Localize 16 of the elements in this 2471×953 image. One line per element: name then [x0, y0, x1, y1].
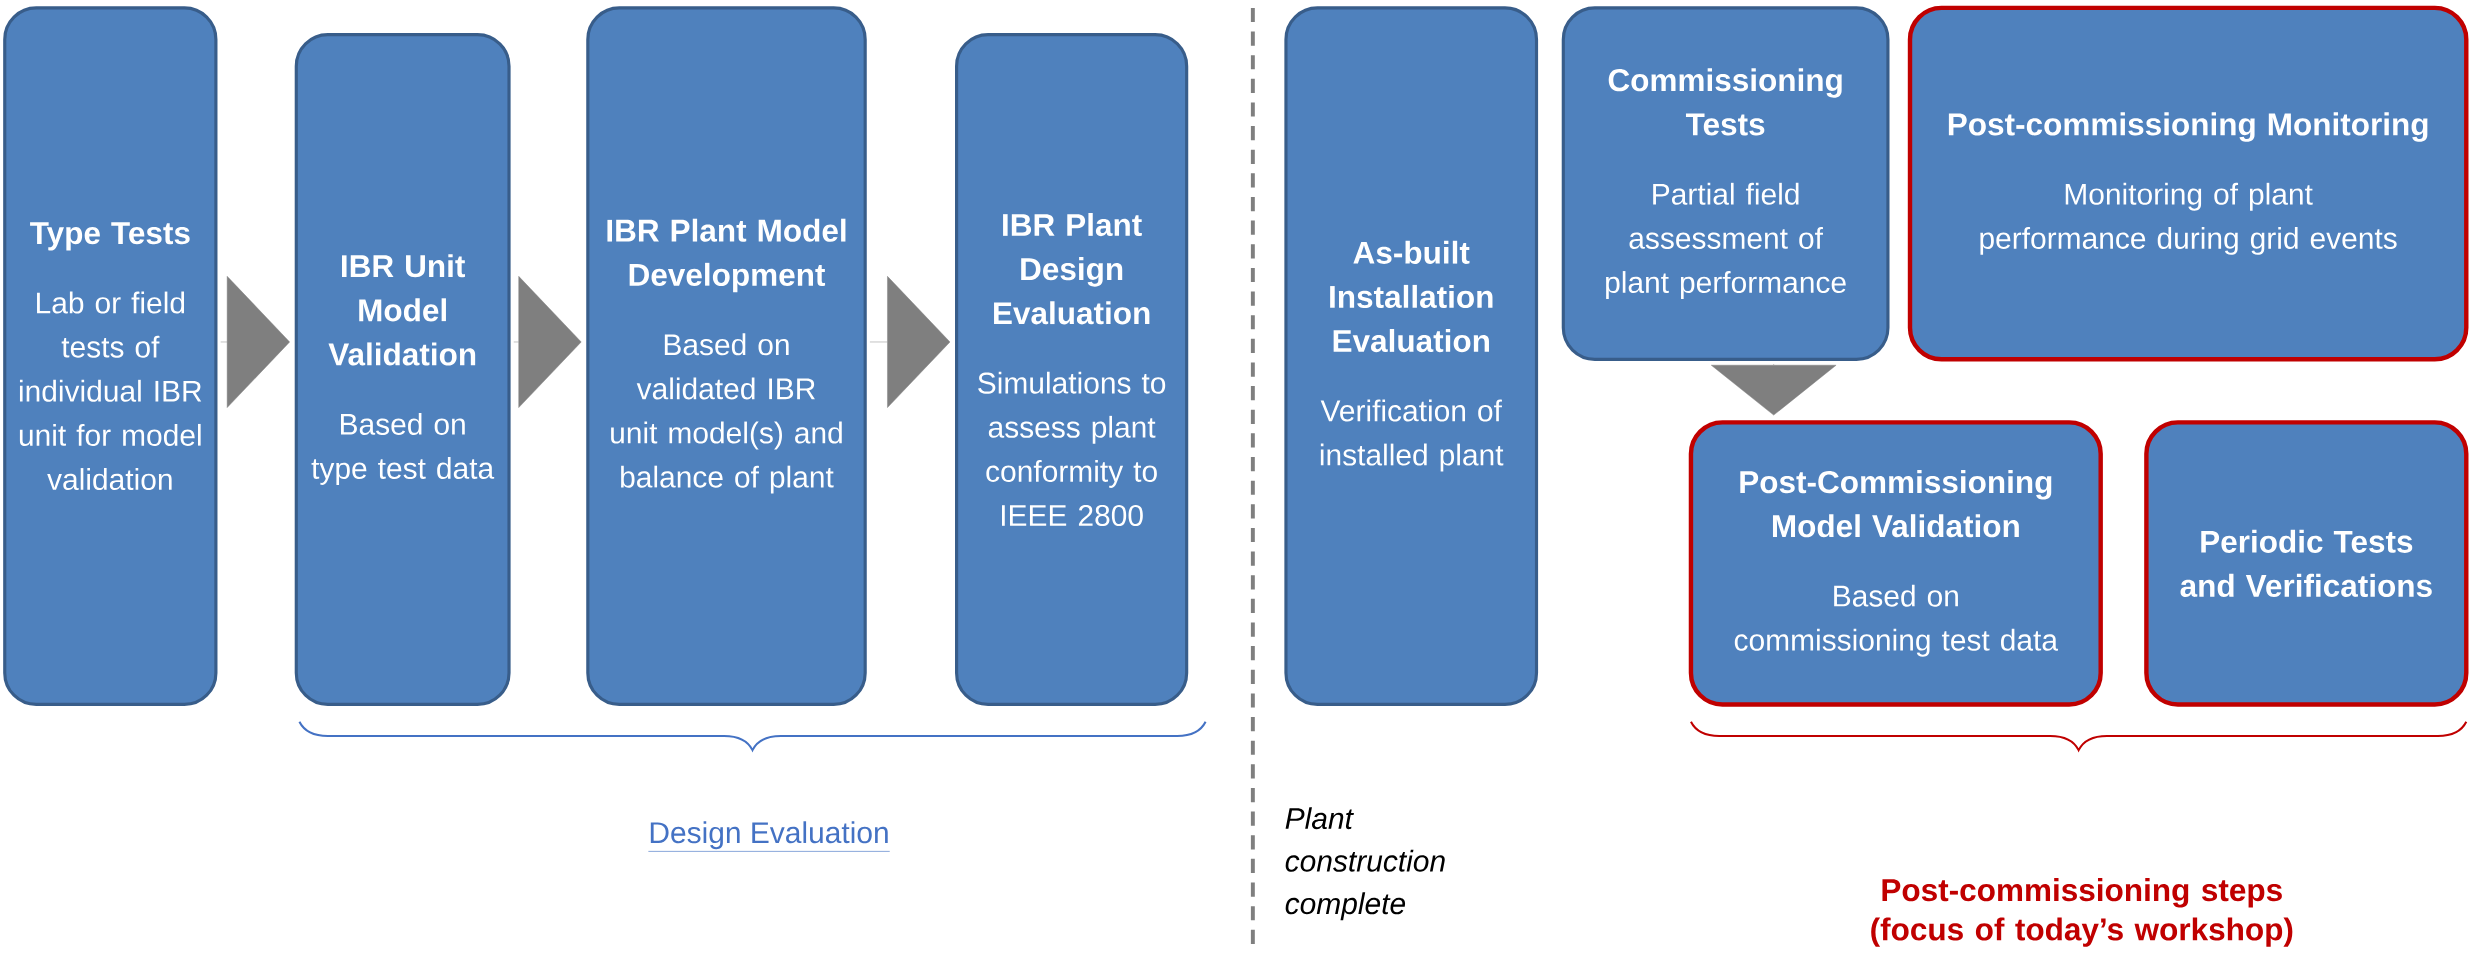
arrow [869, 275, 951, 408]
process-box: Type Tests Lab or field tests of individual IBR unit for model validation [3, 6, 218, 706]
process-box: As-built Installation Evaluation Verification of installed plant [1284, 6, 1539, 706]
process-box: Commissioning Tests Partial field assessment of plant performance [1561, 6, 1890, 361]
process-box: Periodic Tests and Verifications [2144, 419, 2469, 707]
process-box: IBR Unit Model Validation Based on type test data [294, 32, 511, 706]
arrow [513, 275, 582, 408]
note-text: Plant construction complete [1285, 806, 1445, 920]
process-box: Post-commissioning Monitoring Monitoring of plant performance during grid events [1907, 5, 2469, 362]
caption-text: Post-commissioning steps (focus of today’s workshop) [1871, 877, 2293, 947]
process-box: IBR Plant Model Development Based on validated IBR unit model(s) and balance of plant [586, 6, 867, 706]
process-box: IBR Plant Design Evaluation Simulations to assess plant conformity to IEEE 2800 [955, 32, 1189, 706]
arrow [1711, 363, 1837, 416]
caption-text: Design Evaluation [648, 821, 891, 852]
process-box: Post-Commissioning Model Validation Based on commissioning test data [1688, 419, 2103, 707]
arrow [220, 275, 290, 408]
